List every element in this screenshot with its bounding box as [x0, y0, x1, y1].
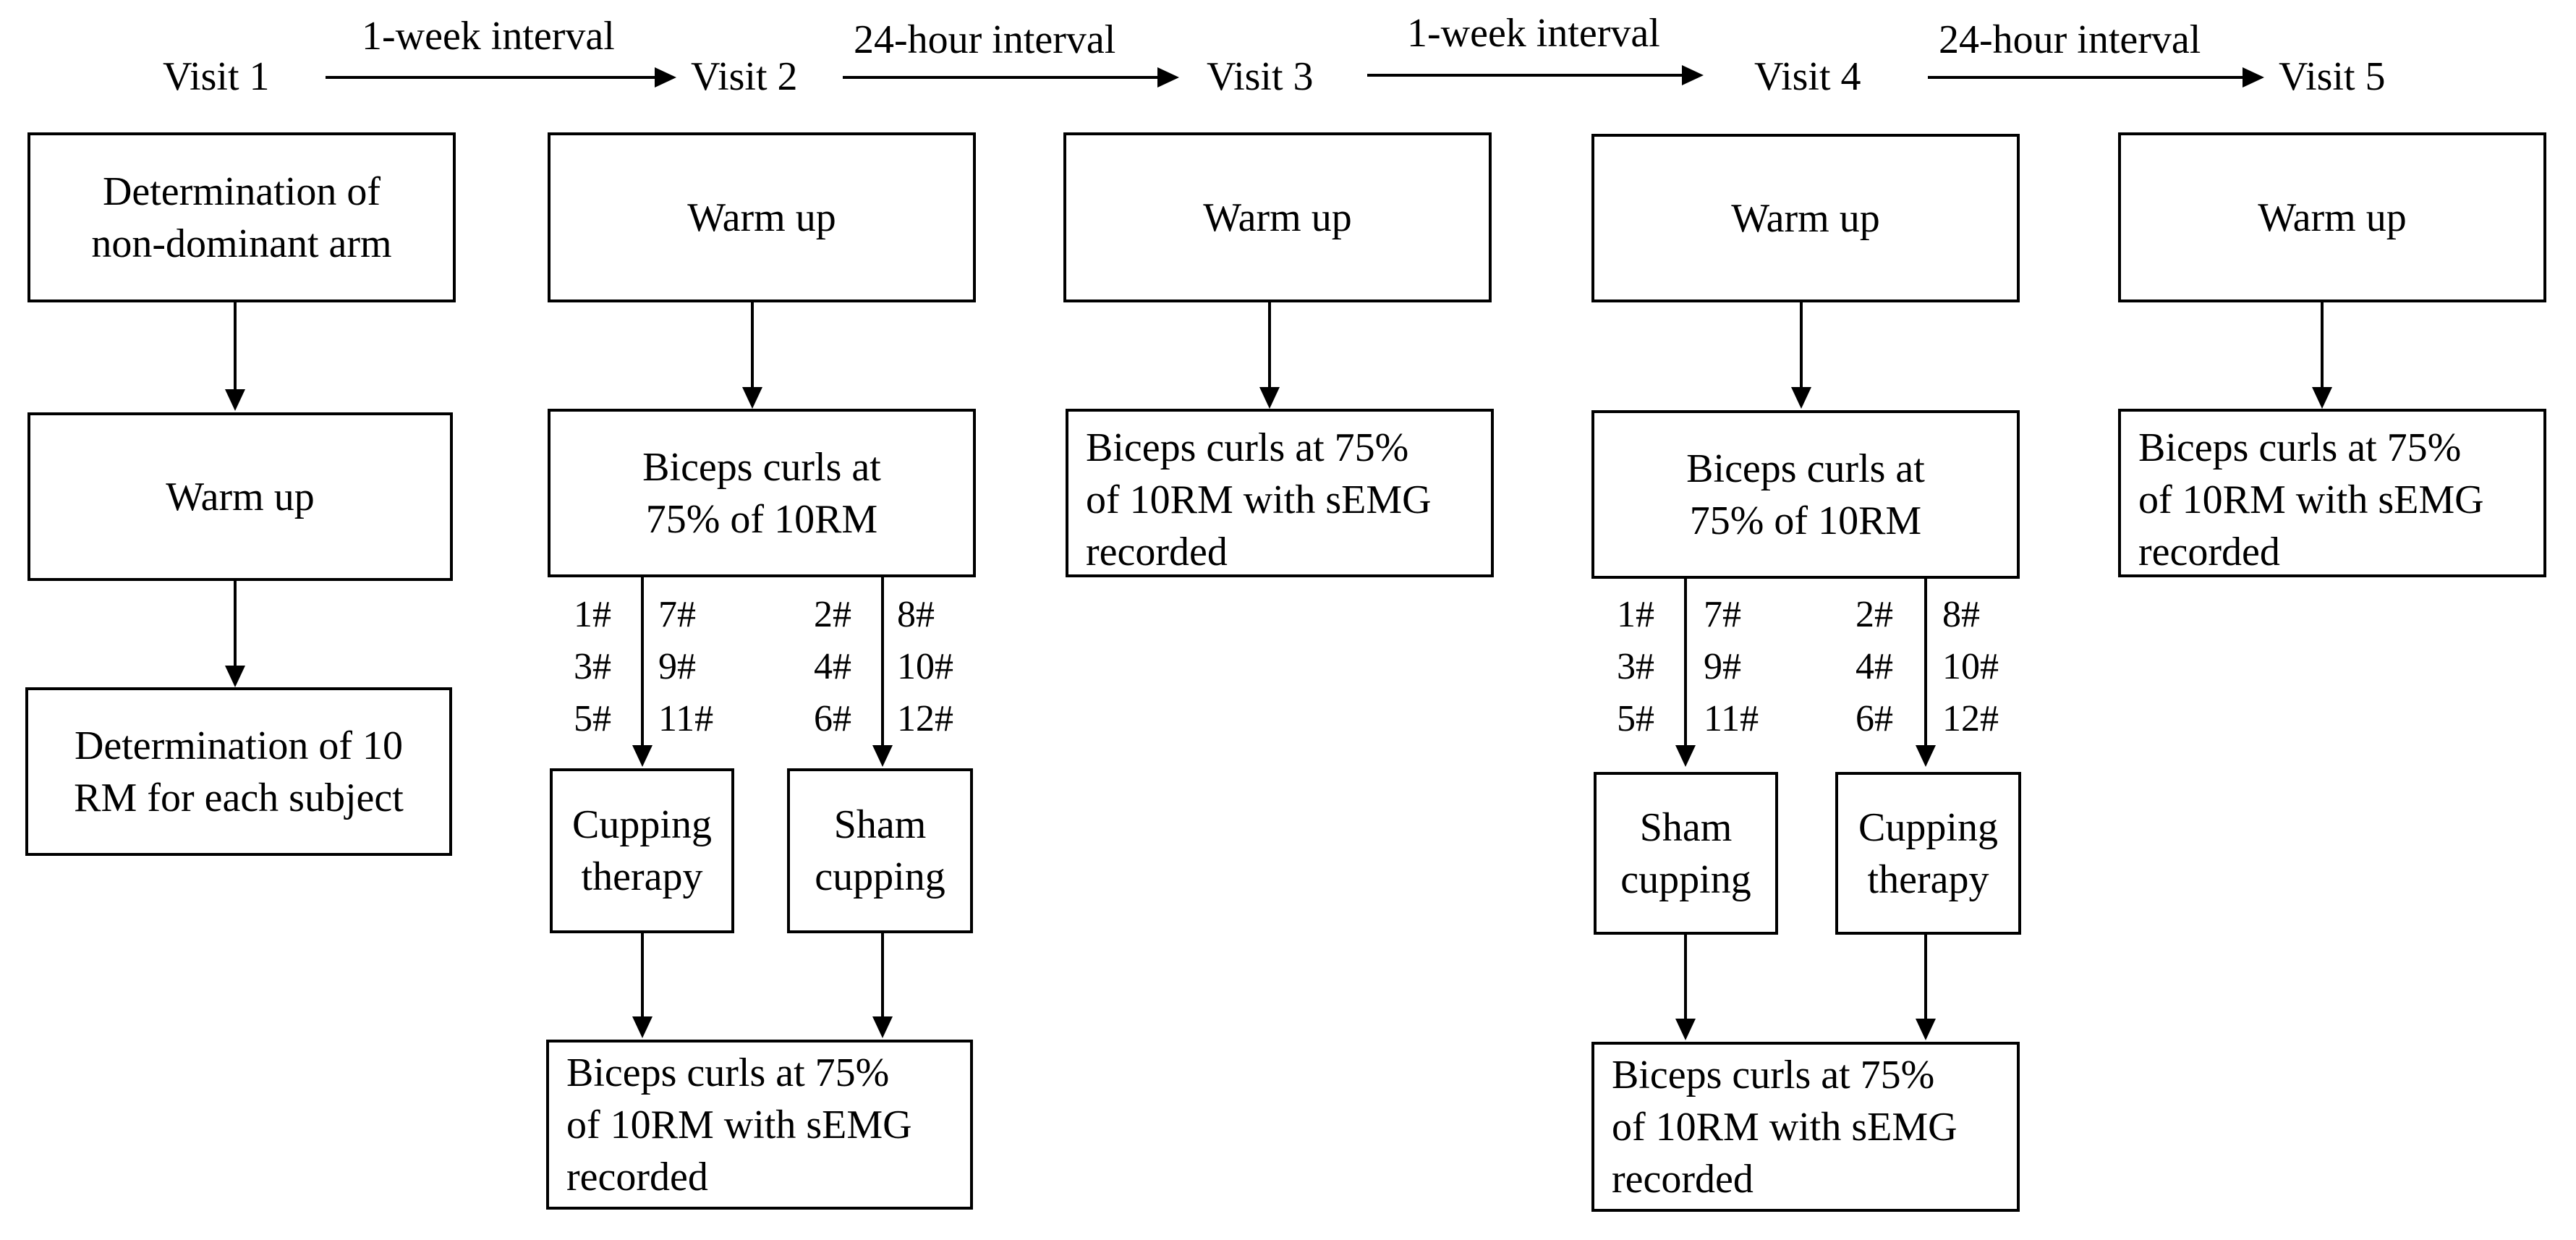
- interval-arrowhead-3-4: [1682, 65, 1704, 85]
- v1-warmup-box: Warm up: [27, 412, 453, 581]
- v4-curls-box: Biceps curls at 75% of 10RM: [1591, 410, 2020, 579]
- interval-4-5-label: 24-hour interval: [1939, 17, 2201, 62]
- v3-curls-box: Biceps curls at 75% of 10RM with sEMG re…: [1066, 409, 1494, 577]
- visit-1-label: Visit 1: [163, 54, 270, 99]
- v4-group-b-ids-right: 8# 10# 12#: [1942, 594, 1999, 739]
- v2-group-b-ids-left: 2# 4# 6#: [814, 594, 851, 739]
- v1-10rm-box: Determination of 10 RM for each subject: [25, 687, 452, 856]
- visit-3-label: Visit 3: [1207, 54, 1314, 99]
- v5-curls-box: Biceps curls at 75% of 10RM with sEMG re…: [2118, 409, 2546, 577]
- v4-final-curls-box: Biceps curls at 75% of 10RM with sEMG re…: [1591, 1042, 2020, 1212]
- v2-group-a-ids-left: 1# 3# 5#: [574, 594, 611, 739]
- v4-group-a-ids-right: 7# 9# 11#: [1704, 594, 1759, 739]
- interval-arrowhead-1-2: [655, 67, 676, 88]
- v4-group-a-ids-left: 1# 3# 5#: [1617, 594, 1654, 739]
- interval-2-3-label: 24-hour interval: [854, 17, 1116, 62]
- v2-final-curls-box: Biceps curls at 75% of 10RM with sEMG re…: [546, 1040, 973, 1210]
- v2-cupping-therapy-box: Cupping therapy: [550, 768, 734, 933]
- v2-curls-box: Biceps curls at 75% of 10RM: [548, 409, 976, 577]
- v4-sham-cupping-box: Sham cupping: [1594, 772, 1778, 935]
- v3-warmup-box: Warm up: [1063, 132, 1492, 302]
- v2-warmup-box: Warm up: [548, 132, 976, 302]
- v1-nondominant-arm-box: Determination of non-dominant arm: [27, 132, 456, 302]
- v2-group-a-ids-right: 7# 9# 11#: [658, 594, 714, 739]
- v4-group-b-ids-left: 2# 4# 6#: [1856, 594, 1893, 739]
- visit-4-label: Visit 4: [1754, 54, 1861, 99]
- v5-warmup-box: Warm up: [2118, 132, 2546, 302]
- visit-5-label: Visit 5: [2279, 54, 2386, 99]
- v4-cupping-therapy-box: Cupping therapy: [1835, 772, 2021, 935]
- interval-3-4-label: 1-week interval: [1407, 11, 1660, 56]
- v2-group-b-ids-right: 8# 10# 12#: [897, 594, 953, 739]
- interval-arrowhead-2-3: [1157, 67, 1179, 88]
- v2-sham-cupping-box: Sham cupping: [787, 768, 973, 933]
- v4-warmup-box: Warm up: [1591, 134, 2020, 302]
- interval-1-2-label: 1-week interval: [362, 14, 615, 59]
- visit-2-label: Visit 2: [691, 54, 798, 99]
- interval-arrowhead-4-5: [2243, 67, 2264, 88]
